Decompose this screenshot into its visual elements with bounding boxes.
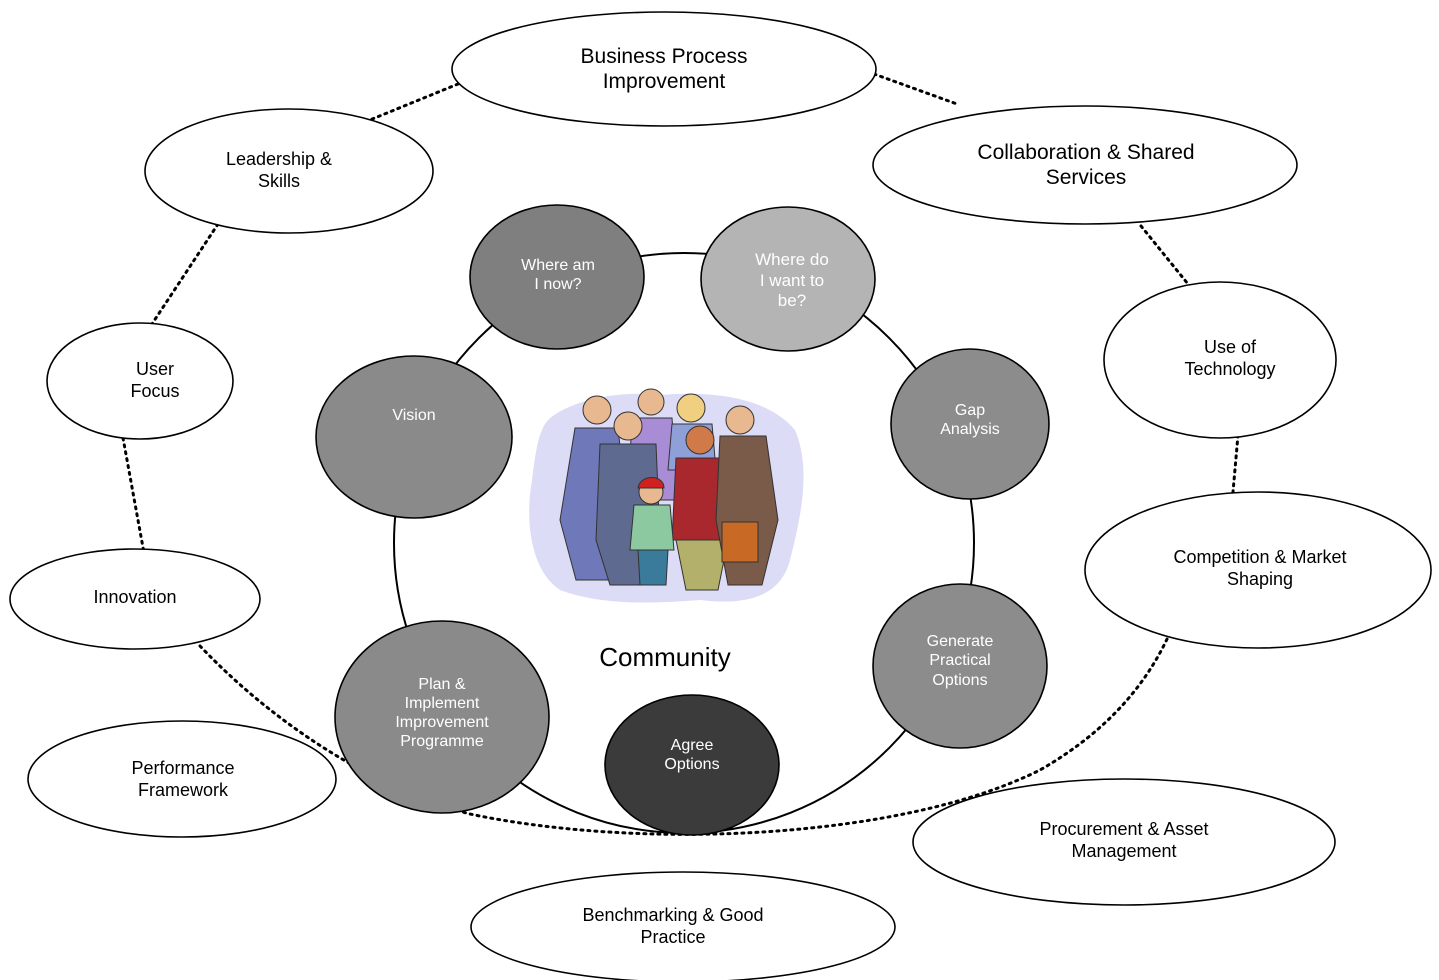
person-head [582, 395, 612, 425]
step-circle-generate-practical-options [872, 583, 1048, 749]
ellipse-competition-market-shaping [1084, 491, 1432, 649]
person-head [685, 425, 715, 455]
step-circle-where-do-i-want-to-be [700, 206, 876, 352]
step-circle-gap-analysis [890, 348, 1050, 500]
inner-step-circles [315, 204, 1050, 836]
dotted-connector [121, 436, 146, 555]
outer-dotted-ring [121, 72, 1240, 836]
ellipse-use-of-technology [1103, 281, 1337, 439]
outer-theme-ellipses [9, 11, 1432, 980]
ellipse-procurement-asset-management [912, 778, 1336, 906]
person-head [637, 388, 665, 416]
step-circle-vision [315, 355, 513, 519]
person-legs [637, 549, 669, 586]
person-head [613, 411, 643, 441]
briefcase [721, 521, 759, 563]
dotted-connector [872, 72, 959, 106]
dotted-connector [358, 82, 460, 126]
dotted-connector [198, 626, 1174, 836]
ellipse-performance-framework [27, 720, 337, 838]
ellipse-business-process-improvement [451, 11, 877, 127]
step-circle-where-am-i-now [469, 204, 645, 350]
person-body [629, 504, 675, 551]
step-circle-plan-implement [334, 620, 550, 814]
ellipse-leadership-skills [144, 108, 434, 234]
ellipse-innovation [9, 548, 261, 650]
person-cap [637, 477, 665, 489]
ellipse-collaboration-shared-services [872, 105, 1298, 225]
step-circle-agree-options [604, 694, 780, 836]
dotted-connector [146, 222, 220, 332]
people-group-clipart-icon [529, 388, 804, 603]
dotted-connector [1231, 433, 1240, 494]
person-head [725, 405, 755, 435]
ellipse-benchmarking-good-practice [470, 871, 896, 980]
dotted-connector [1139, 224, 1190, 286]
person-skirt [675, 539, 729, 591]
ellipse-user-focus [46, 322, 234, 440]
person-head [676, 393, 706, 423]
